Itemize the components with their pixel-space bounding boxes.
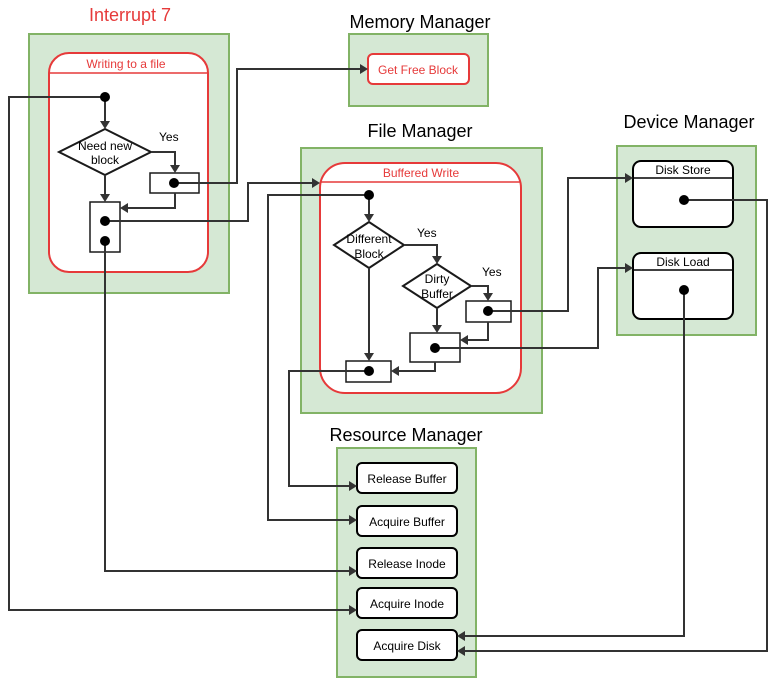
interrupt-title: Interrupt 7 [89,5,171,25]
arrow-head [432,256,442,264]
arrow-head [364,214,374,222]
flow-to-acquire-inode [8,96,352,611]
store-action-dot [483,306,493,316]
different-block-text-1: Different [346,232,392,246]
acquire-buffer-box [356,505,458,537]
interrupt-action-dot [169,178,179,188]
flow-dirty-yes [471,285,489,296]
flow-to-disk-store [488,177,628,312]
arrow-head [100,194,110,202]
arrow-head [432,325,442,333]
arrow-head [312,178,320,188]
need-new-block-text-1: Need new [78,139,132,153]
fm-join-dot [364,366,374,376]
disk-load-dot [679,285,689,295]
flow-to-release-buffer [288,370,369,487]
interrupt-join-dot-bottom [100,236,110,246]
flow-different-yes [404,244,438,259]
resource-manager-title: Resource Manager [329,425,482,445]
release-buffer-box [356,462,458,494]
get-free-block-label: Get Free Block [378,63,459,77]
arrow-head [364,353,374,361]
flow-to-buffered-write [105,182,315,222]
different-block-text-2: Block [354,247,384,261]
flow-action-to-join [125,193,176,209]
flow-yes-to-action [151,151,176,168]
acquire-disk-label: Acquire Disk [373,639,441,653]
load-action-dot [430,343,440,353]
writing-file-label: Writing to a file [86,57,165,71]
arrow-head [457,631,465,641]
buffered-write-label: Buffered Write [383,166,460,180]
arrow-head [460,335,468,345]
flow-to-acquire-buffer [267,194,369,521]
release-buffer-label: Release Buffer [367,472,446,486]
flow-load-to-join [396,362,436,372]
arrow-head [625,173,633,183]
flow-store-to-acquire-disk [462,199,768,652]
interrupt-start-dot [100,92,110,102]
dirty-buffer-text-2: Buffer [421,287,453,301]
release-inode-box [356,547,458,579]
flow-store-to-load [465,322,489,341]
different-block-yes-label: Yes [417,226,437,240]
flow-load-to-acquire-disk [462,290,685,637]
flow-to-disk-load [435,267,628,349]
need-new-block-text-2: block [91,153,120,167]
arrow-head [349,605,357,615]
acquire-buffer-label: Acquire Buffer [369,515,445,529]
arrow-head [349,566,357,576]
dirty-buffer-text-1: Dirty [425,272,450,286]
arrow-head [457,646,465,656]
arrow-head [170,165,180,173]
flow-to-get-free-block [174,68,363,184]
arrow-head [483,293,493,301]
arrow-head [349,481,357,491]
memory-manager-title: Memory Manager [349,12,490,32]
disk-store-dot [679,195,689,205]
arrow-head [120,203,128,213]
arrow-head [349,515,357,525]
interrupt-join-dot-top [100,216,110,226]
disk-store-label: Disk Store [655,163,711,177]
acquire-inode-label: Acquire Inode [370,597,444,611]
disk-load-label: Disk Load [656,255,709,269]
acquire-inode-box [356,587,458,619]
release-inode-label: Release Inode [368,557,446,571]
arrow-head [625,263,633,273]
fm-start-dot [364,190,374,200]
acquire-disk-box [356,629,458,661]
flow-to-release-inode [104,241,352,572]
file-manager-title: File Manager [367,121,472,141]
device-manager-title: Device Manager [623,112,754,132]
arrow-head [391,366,399,376]
arrow-head [100,121,110,129]
dirty-buffer-yes-label: Yes [482,265,502,279]
interrupt-yes-label: Yes [159,130,179,144]
arrow-head [360,64,368,74]
